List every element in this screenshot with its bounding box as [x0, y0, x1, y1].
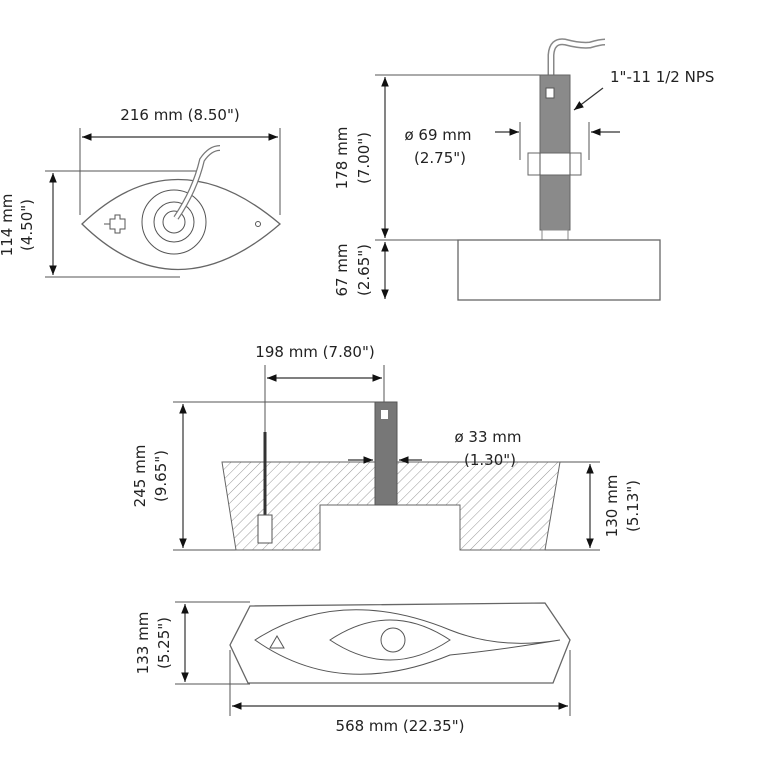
total-height-mm: 245 mm — [131, 445, 149, 508]
arrow-mark-icon — [104, 214, 126, 234]
height-label-in: (4.50") — [18, 199, 36, 251]
block-height-mm: 130 mm — [603, 475, 621, 538]
section-view: 198 mm (7.80") 245 mm (9.65") ø 33 mm (1… — [131, 343, 642, 551]
bottom-height-in: (5.25") — [155, 617, 173, 669]
bottom-view: 133 mm (5.25") 568 mm (22.35") — [134, 601, 571, 735]
base-height-mm: 67 mm — [333, 243, 351, 296]
bottom-height-mm: 133 mm — [134, 612, 152, 675]
stem — [374, 401, 398, 506]
total-height-in: (9.65") — [152, 450, 170, 502]
side-view: 178 mm (7.00") 67 mm (2.65") ø 69 mm (2.… — [333, 38, 714, 301]
stem-height-mm: 178 mm — [333, 127, 351, 190]
transducer-bottom-outline — [229, 602, 571, 684]
base-height-in: (2.65") — [355, 244, 373, 296]
transducer-top-outline — [81, 178, 281, 271]
width-label: 216 mm (8.50") — [120, 106, 239, 124]
thread-label: 1"-11 1/2 NPS — [610, 68, 714, 86]
nut-diameter-mm: ø 69 mm — [404, 126, 471, 144]
length-label: 568 mm (22.35") — [336, 717, 465, 735]
nut — [527, 152, 582, 176]
height-label-mm: 114 mm — [0, 194, 16, 257]
top-view: 216 mm (8.50") 114 mm (4.50") — [0, 106, 281, 278]
stem-diameter-in: (1.30") — [464, 451, 516, 469]
block-height-in: (5.13") — [624, 480, 642, 532]
hull-section — [221, 461, 561, 551]
offset-label: 198 mm (7.80") — [255, 343, 374, 361]
stem-diameter-mm: ø 33 mm — [454, 428, 521, 446]
nut-diameter-in: (2.75") — [414, 149, 466, 167]
stem-height-in: (7.00") — [355, 132, 373, 184]
cable — [547, 38, 606, 75]
transducer-base — [457, 239, 661, 301]
